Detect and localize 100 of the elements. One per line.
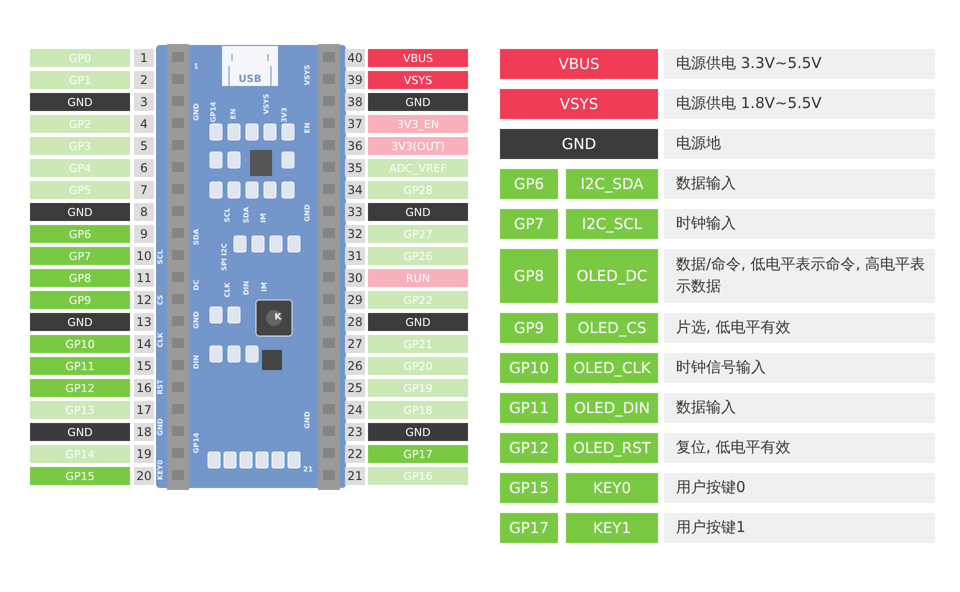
pin-description: 数据输入 <box>664 169 935 199</box>
pin-number: 5 <box>134 137 154 155</box>
pin-label: GND <box>30 203 130 221</box>
pin-description: 用户按键1 <box>664 513 935 543</box>
pin-label: GP18 <box>368 401 468 419</box>
pin-label: GP11 <box>30 357 130 375</box>
pin-label: VBUS <box>500 49 658 79</box>
pin-label: GP0 <box>30 49 130 67</box>
pin-label: GP21 <box>368 335 468 353</box>
pin-label: GP19 <box>368 379 468 397</box>
pin-number: 26 <box>345 357 365 375</box>
signal-label: KEY1 <box>566 513 658 543</box>
pin-label: GP10 <box>500 353 558 383</box>
pin-label: GP2 <box>30 115 130 133</box>
pin-number: 17 <box>134 401 154 419</box>
pin-number: 20 <box>134 467 154 485</box>
pin-number: 24 <box>345 401 365 419</box>
pin-number: 29 <box>345 291 365 309</box>
pin-number: 28 <box>345 313 365 331</box>
pin-number: 6 <box>134 159 154 177</box>
pin-number: 13 <box>134 313 154 331</box>
pin-label: GND <box>30 93 130 111</box>
pin-label: GP14 <box>30 445 130 463</box>
pin-label: GND <box>368 203 468 221</box>
pin-number: 32 <box>345 225 365 243</box>
signal-label: OLED_CLK <box>566 353 658 383</box>
pin-label: GP9 <box>30 291 130 309</box>
pin-number: 7 <box>134 181 154 199</box>
pin-label: GP20 <box>368 357 468 375</box>
pin-number: 27 <box>345 335 365 353</box>
pin-label: GP26 <box>368 247 468 265</box>
pin-label: ADC_VREF <box>368 159 468 177</box>
pin-label: GP13 <box>30 401 130 419</box>
pin-label: GND <box>30 313 130 331</box>
pin-number: 30 <box>345 269 365 287</box>
pin-label: GP6 <box>500 169 558 199</box>
pin-label: GP22 <box>368 291 468 309</box>
pin-number: 40 <box>345 49 365 67</box>
pin-description: 数据/命令, 低电平表示命令, 高电平表示数据 <box>664 249 935 303</box>
signal-label: OLED_DC <box>566 249 658 303</box>
pin-number: 22 <box>345 445 365 463</box>
pin-description: 电源供电 3.3V~5.5V <box>664 49 935 79</box>
pin-label: GP3 <box>30 137 130 155</box>
pin-label: GP10 <box>30 335 130 353</box>
pin-number: 18 <box>134 423 154 441</box>
pin-number: 1 <box>134 49 154 67</box>
pin-label: VSYS <box>500 89 658 119</box>
pin-label: GP28 <box>368 181 468 199</box>
pin-number: 9 <box>134 225 154 243</box>
signal-label: I2C_SCL <box>566 209 658 239</box>
pin-number: 3 <box>134 93 154 111</box>
pin-number: 19 <box>134 445 154 463</box>
pin-label: VBUS <box>368 49 468 67</box>
pin-label: GP27 <box>368 225 468 243</box>
pin-number: 12 <box>134 291 154 309</box>
pin-description: 复位, 低电平有效 <box>664 433 935 463</box>
pin-label: GP4 <box>30 159 130 177</box>
pin-description: 数据输入 <box>664 393 935 423</box>
pin-label: RUN <box>368 269 468 287</box>
pin-label: 3V3(OUT) <box>368 137 468 155</box>
pin-number: 23 <box>345 423 365 441</box>
pin-description: 时钟输入 <box>664 209 935 239</box>
signal-label: OLED_RST <box>566 433 658 463</box>
pin-label: GP15 <box>500 473 558 503</box>
pin-label: GND <box>500 129 658 159</box>
signal-label: OLED_DIN <box>566 393 658 423</box>
pin-label: GP1 <box>30 71 130 89</box>
pin-number: 33 <box>345 203 365 221</box>
pin-label: GP5 <box>30 181 130 199</box>
pin-label: VSYS <box>368 71 468 89</box>
pin-number: 21 <box>345 467 365 485</box>
pin-label: GND <box>30 423 130 441</box>
pin-description: 电源地 <box>664 129 935 159</box>
pin-number: 37 <box>345 115 365 133</box>
pin-label: GP16 <box>368 467 468 485</box>
pin-description: 时钟信号输入 <box>664 353 935 383</box>
pin-number: 34 <box>345 181 365 199</box>
pin-number: 4 <box>134 115 154 133</box>
pin-number: 10 <box>134 247 154 265</box>
pin-label: GP17 <box>368 445 468 463</box>
pin-number: 38 <box>345 93 365 111</box>
pin-number: 11 <box>134 269 154 287</box>
silkscreen-label: USB <box>238 75 262 85</box>
pin-number: 14 <box>134 335 154 353</box>
pin-description: 电源供电 1.8V~5.5V <box>664 89 935 119</box>
silkscreen-label: K <box>274 314 282 322</box>
pin-number: 39 <box>345 71 365 89</box>
pin-label: GP8 <box>500 249 558 303</box>
pin-number: 8 <box>134 203 154 221</box>
pin-label: GP6 <box>30 225 130 243</box>
pin-number: 16 <box>134 379 154 397</box>
pin-label: GP7 <box>500 209 558 239</box>
signal-label: OLED_CS <box>566 313 658 343</box>
pin-label: GP7 <box>30 247 130 265</box>
pin-label: GP9 <box>500 313 558 343</box>
pin-description: 用户按键0 <box>664 473 935 503</box>
pin-label: GP12 <box>30 379 130 397</box>
pin-label: GP11 <box>500 393 558 423</box>
pin-number: 35 <box>345 159 365 177</box>
pin-label: GND <box>368 423 468 441</box>
